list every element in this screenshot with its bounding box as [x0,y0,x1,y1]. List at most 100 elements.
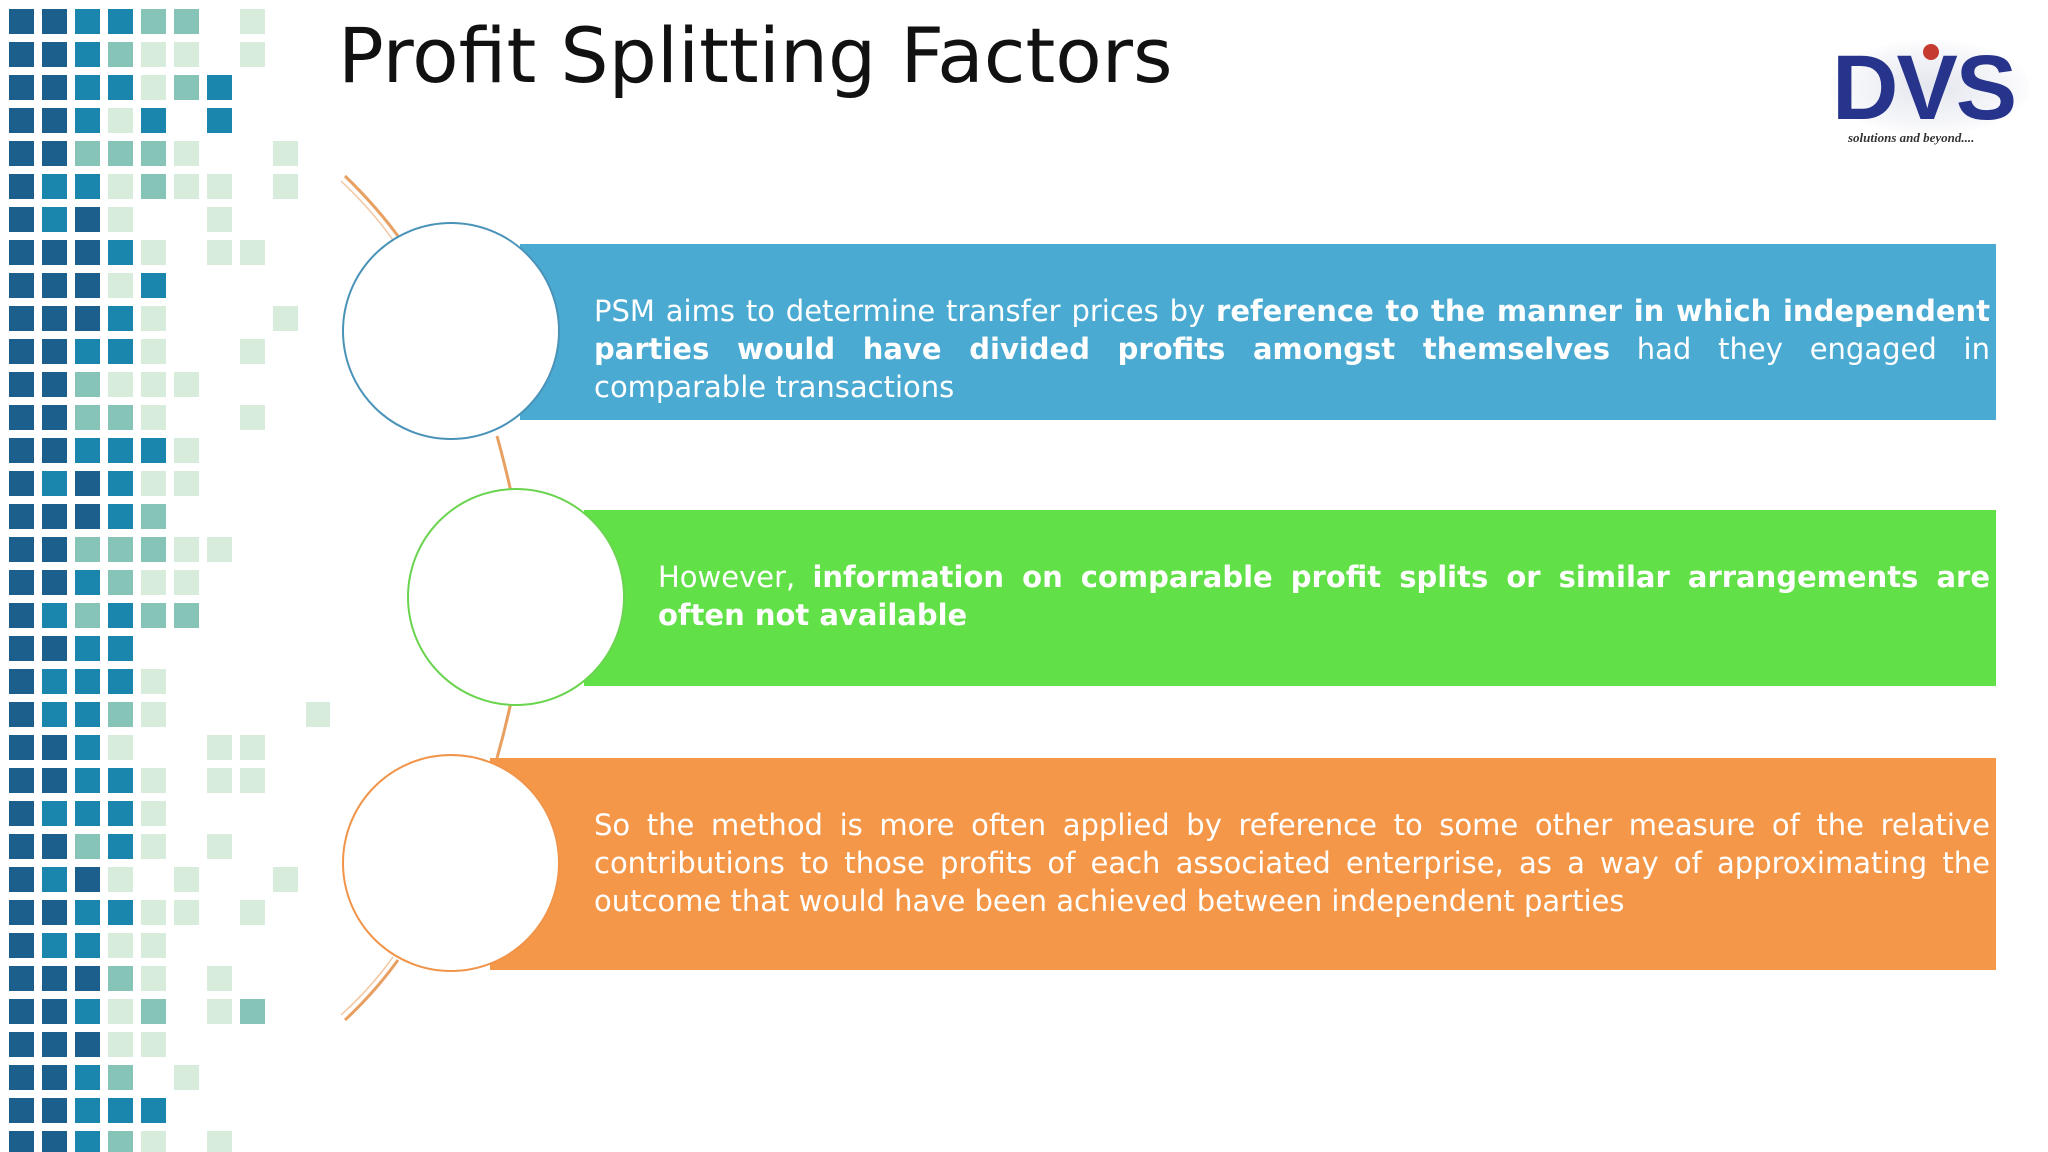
mosaic-tile [75,570,100,595]
mosaic-tile [75,108,100,133]
mosaic-tile [42,537,67,562]
mosaic-tile [9,966,34,991]
mosaic-tile [108,306,133,331]
mosaic-tile [108,207,133,232]
mosaic-tile [42,273,67,298]
mosaic-tile [108,1098,133,1123]
mosaic-tile [75,1032,100,1057]
mosaic-tile [75,405,100,430]
mosaic-tile [75,867,100,892]
mosaic-tile [42,108,67,133]
mosaic-tile [75,801,100,826]
mosaic-tile [75,933,100,958]
connector-link-1 [495,435,513,493]
mosaic-tile [207,735,232,760]
mosaic-tile [141,42,166,67]
mosaic-tile [75,603,100,628]
connector-bottom-arc [343,959,400,1022]
mosaic-tile [42,339,67,364]
mosaic-tile [42,240,67,265]
mosaic-tile [75,207,100,232]
mosaic-tile [9,207,34,232]
mosaic-tile [141,1032,166,1057]
mosaic-tile [42,735,67,760]
mosaic-tile [42,504,67,529]
mosaic-tile [174,42,199,67]
mosaic-tile [75,1065,100,1090]
mosaic-tile [9,108,34,133]
mosaic-tile [207,966,232,991]
mosaic-tile [240,240,265,265]
mosaic-tile [9,768,34,793]
mosaic-tile [207,207,232,232]
mosaic-tile [9,174,34,199]
mosaic-tile [141,504,166,529]
mosaic-tile [9,339,34,364]
mosaic-tile [174,372,199,397]
mosaic-tile [75,42,100,67]
mosaic-tile [42,1131,67,1152]
mosaic-tile [141,966,166,991]
mosaic-tile [75,75,100,100]
mosaic-tile [75,438,100,463]
mosaic-tile [9,603,34,628]
mosaic-tile [108,339,133,364]
mosaic-tile [9,1065,34,1090]
mosaic-tile [42,636,67,661]
mosaic-tile [141,702,166,727]
mosaic-tile [75,768,100,793]
mosaic-tile [42,405,67,430]
mosaic-tile [141,339,166,364]
mosaic-tile [9,702,34,727]
mosaic-tile [174,9,199,34]
mosaic-tile [108,1065,133,1090]
mosaic-tile [141,306,166,331]
mosaic-tile [108,966,133,991]
mosaic-tile [42,75,67,100]
mosaic-tile [42,834,67,859]
mosaic-tile [108,636,133,661]
mosaic-tile [108,570,133,595]
mosaic-tile [9,273,34,298]
mosaic-tile [108,273,133,298]
mosaic-tile [42,1098,67,1123]
mosaic-tile [108,1131,133,1152]
mosaic-tile [141,471,166,496]
mosaic-tile [42,603,67,628]
mosaic-tile [141,537,166,562]
mosaic-tile [108,108,133,133]
mosaic-tile [108,1032,133,1057]
mosaic-tile [108,405,133,430]
connector-link-2 [495,701,513,759]
mosaic-tile [207,75,232,100]
logo-tagline: solutions and beyond.... [1848,130,1975,145]
mosaic-tile [108,240,133,265]
mosaic-tile [141,669,166,694]
mosaic-tile [9,405,34,430]
mosaic-tile [9,834,34,859]
mosaic-tile [75,273,100,298]
mosaic-tile [108,471,133,496]
point-circle-1 [342,222,560,440]
mosaic-tile [75,999,100,1024]
mosaic-tile [141,141,166,166]
mosaic-tile [42,867,67,892]
mosaic-tile [108,141,133,166]
mosaic-tile [141,240,166,265]
mosaic-tile [273,867,298,892]
mosaic-tile [240,9,265,34]
mosaic-tile [42,372,67,397]
mosaic-tile [75,966,100,991]
mosaic-tile [42,141,67,166]
point-text-2: However, information on comparable profi… [658,558,1990,634]
mosaic-tile [42,471,67,496]
mosaic-tile [42,174,67,199]
mosaic-tile [42,42,67,67]
mosaic-tile [108,867,133,892]
mosaic-tile [9,75,34,100]
mosaic-tile [9,537,34,562]
mosaic-tile [174,471,199,496]
mosaic-tile [108,933,133,958]
mosaic-tile [9,735,34,760]
